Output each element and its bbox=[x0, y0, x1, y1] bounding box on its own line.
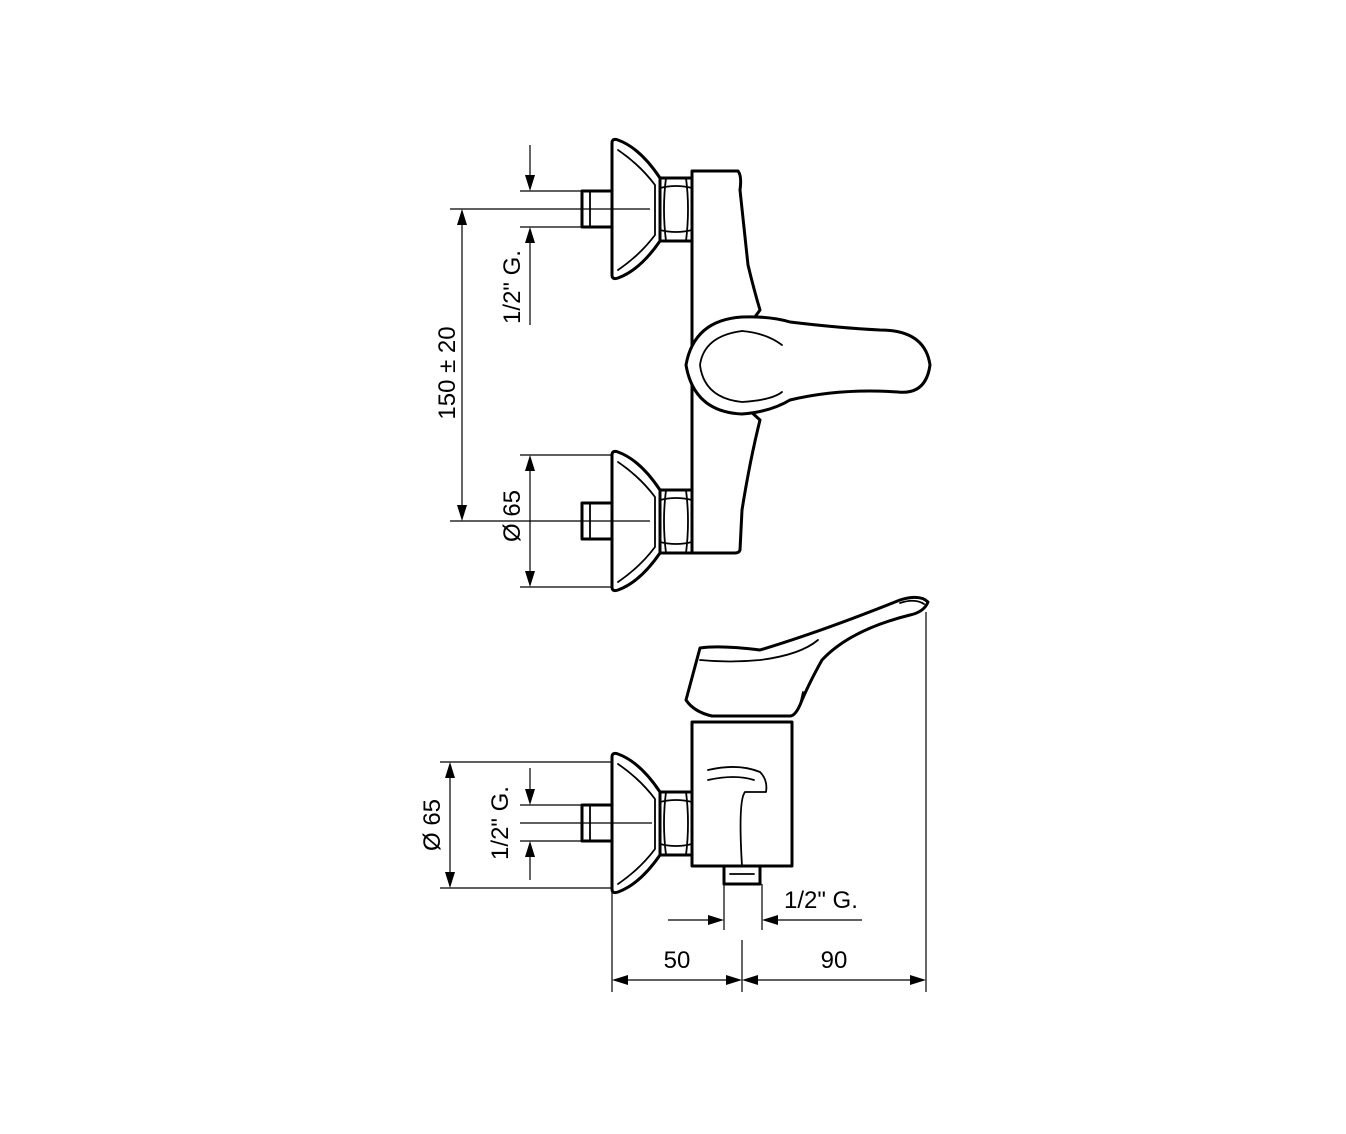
depth-90-label: 90 bbox=[821, 947, 848, 974]
side-flange-inner bbox=[617, 763, 656, 885]
outlet-nozzle bbox=[722, 864, 762, 886]
lower-hex-nut bbox=[658, 488, 694, 555]
front-view: 1/2" G. 150 ± 20 Ø 65 bbox=[434, 137, 932, 593]
side-lever-edge bbox=[699, 639, 819, 706]
side-lever-tip bbox=[899, 599, 925, 605]
side-body-curve-inner bbox=[707, 776, 755, 781]
side-diameter-label: Ø 65 bbox=[419, 799, 446, 851]
side-half-inch-label: 1/2" G. bbox=[487, 786, 514, 860]
depth-50-label: 50 bbox=[664, 947, 691, 974]
upper-flange-inner bbox=[617, 149, 656, 271]
side-hex-nut bbox=[658, 790, 694, 857]
lever-hub-ring-top bbox=[741, 330, 783, 346]
lower-nut-faces bbox=[659, 489, 693, 554]
top-diameter-dimension: Ø 65 bbox=[499, 454, 612, 588]
depth-dimensions: 50 90 bbox=[611, 612, 927, 992]
center-distance-label: 150 ± 20 bbox=[434, 326, 461, 419]
side-half-inch-dimension: 1/2" G. bbox=[487, 768, 582, 880]
lever-handle bbox=[684, 315, 932, 416]
center-distance-dimension: 150 ± 20 bbox=[434, 209, 467, 521]
lower-flange-inner bbox=[617, 461, 656, 583]
top-half-inch-label: 1/2" G. bbox=[499, 250, 526, 324]
side-body-curve bbox=[707, 766, 768, 867]
top-half-inch-dimension: 1/2" G. bbox=[499, 145, 582, 325]
side-lever-arm bbox=[684, 595, 930, 718]
side-mixer-body bbox=[690, 720, 794, 868]
upper-nut-faces bbox=[659, 177, 693, 242]
side-view: Ø 65 1/2" G. 1/2" G. bbox=[419, 595, 930, 992]
outlet-half-inch-dimension: 1/2" G. bbox=[668, 887, 862, 925]
lever-hub-ring bbox=[699, 330, 783, 403]
side-diameter-dimension: Ø 65 bbox=[419, 761, 612, 889]
side-nut-faces bbox=[659, 791, 693, 856]
outlet-half-inch-label: 1/2" G. bbox=[784, 887, 858, 914]
top-diameter-label: Ø 65 bbox=[499, 490, 526, 542]
upper-hex-nut bbox=[658, 176, 694, 243]
